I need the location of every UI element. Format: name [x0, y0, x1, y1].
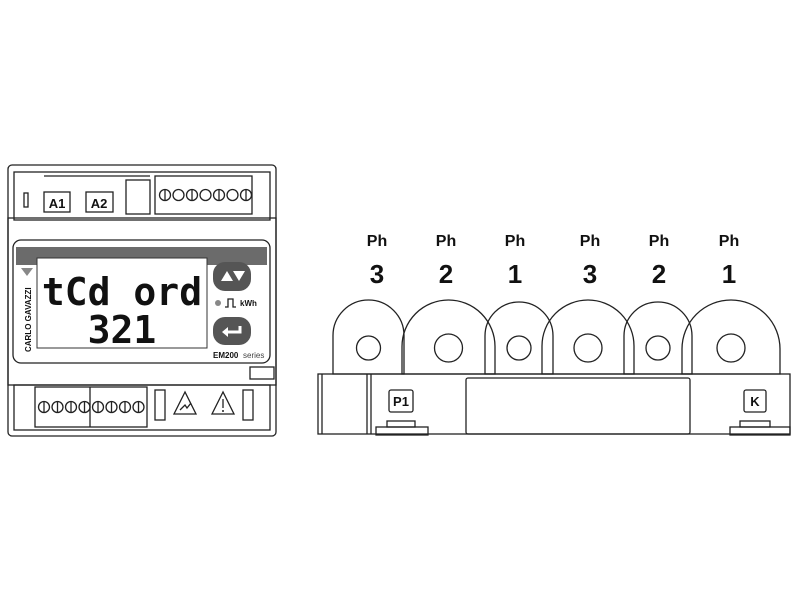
screw-icon[interactable] — [51, 400, 64, 414]
terminal-k-label: K — [750, 394, 760, 409]
latch-left — [154, 389, 166, 421]
series-label: series — [243, 351, 264, 360]
terminal-a2[interactable]: A2 — [85, 191, 114, 213]
phase-number: 3 — [370, 259, 384, 289]
terminal-p1[interactable]: P1 — [375, 389, 429, 436]
latch-right — [242, 389, 254, 421]
screw-icon[interactable] — [132, 400, 145, 414]
phase-number: 1 — [508, 259, 522, 289]
screw-icon[interactable] — [118, 400, 132, 414]
seal-clip — [249, 366, 275, 380]
model-label: EM200 — [213, 351, 239, 360]
ct-hole — [506, 335, 532, 361]
screw-icon[interactable] — [172, 188, 185, 202]
unit-label: kWh — [240, 299, 257, 308]
brand-name: CARLO GAVAZZI — [24, 287, 33, 352]
screw-icon[interactable] — [212, 188, 226, 202]
pulse-icon — [225, 298, 236, 308]
terminal-a1[interactable]: A1 — [43, 191, 71, 213]
terminal-a1-label: A1 — [49, 196, 66, 211]
down-arrow-icon — [233, 271, 245, 281]
up-down-button[interactable] — [213, 262, 251, 291]
latch — [125, 179, 151, 215]
screw-icon[interactable] — [91, 400, 105, 414]
phase-label: Ph — [719, 233, 739, 250]
bottom-section — [13, 384, 271, 431]
ct-loop — [484, 301, 554, 375]
phase-label: Ph — [580, 233, 600, 250]
ct-hole — [355, 335, 382, 361]
brand-logo-icon — [21, 268, 33, 276]
enter-button[interactable] — [213, 317, 251, 345]
screw-icon[interactable] — [37, 400, 51, 414]
display-bezel — [12, 239, 271, 364]
phase-label: Ph — [367, 233, 387, 250]
top-section — [13, 171, 271, 221]
phase-label: Ph — [436, 233, 456, 250]
phase-number: 2 — [652, 259, 666, 289]
phase-number: 3 — [583, 259, 597, 289]
screw-icon[interactable] — [239, 188, 253, 202]
bottom-terminal-screws — [37, 400, 145, 414]
top-terminal-screws — [158, 188, 253, 202]
screw-icon[interactable] — [64, 400, 78, 414]
enter-icon — [222, 327, 228, 337]
phase-number: 2 — [439, 259, 453, 289]
screw-icon[interactable] — [226, 188, 239, 202]
lcd-line-1: tCd ord — [42, 270, 202, 314]
up-arrow-icon — [221, 271, 233, 281]
lcd-screen — [36, 257, 208, 349]
lcd-line-2: 321 — [88, 308, 157, 352]
ct-hole — [645, 335, 671, 361]
ct-loops — [332, 299, 781, 375]
terminal-k[interactable]: K — [729, 389, 791, 436]
screw-icon[interactable] — [185, 188, 199, 202]
current-transformer-block: Ph 3 Ph 2 Ph 1 Ph 3 Ph 2 Ph 1 P1 K — [317, 233, 791, 436]
screw-icon[interactable] — [158, 188, 172, 202]
screw-icon[interactable] — [105, 400, 118, 414]
ct-hole — [716, 333, 746, 363]
slot — [23, 192, 29, 208]
ct-center-panel — [465, 377, 691, 435]
ct-loop — [332, 299, 405, 375]
terminal-p1-label: P1 — [393, 394, 409, 409]
ct-loop — [541, 299, 635, 375]
phase-label: Ph — [505, 233, 525, 250]
screw-icon[interactable] — [199, 188, 212, 202]
terminal-a2-label: A2 — [91, 196, 108, 211]
phase-labels: Ph 3 Ph 2 Ph 1 Ph 3 Ph 2 Ph 1 — [367, 233, 739, 289]
energy-meter: A1 A2 CARLO GAVAZZI tCd ord 321 kWh — [7, 164, 277, 437]
hazard-triangle-icon — [172, 390, 198, 415]
warning-triangle-icon — [210, 390, 236, 415]
ct-loop — [681, 299, 781, 375]
ct-loop — [401, 299, 496, 375]
ct-loop — [623, 301, 693, 375]
phase-number: 1 — [722, 259, 736, 289]
pulse-led — [215, 300, 221, 306]
ct-hole — [433, 333, 464, 363]
screw-icon[interactable] — [78, 400, 91, 414]
phase-label: Ph — [649, 233, 669, 250]
ct-hole — [573, 333, 603, 363]
bottom-terminal-block — [34, 386, 148, 428]
